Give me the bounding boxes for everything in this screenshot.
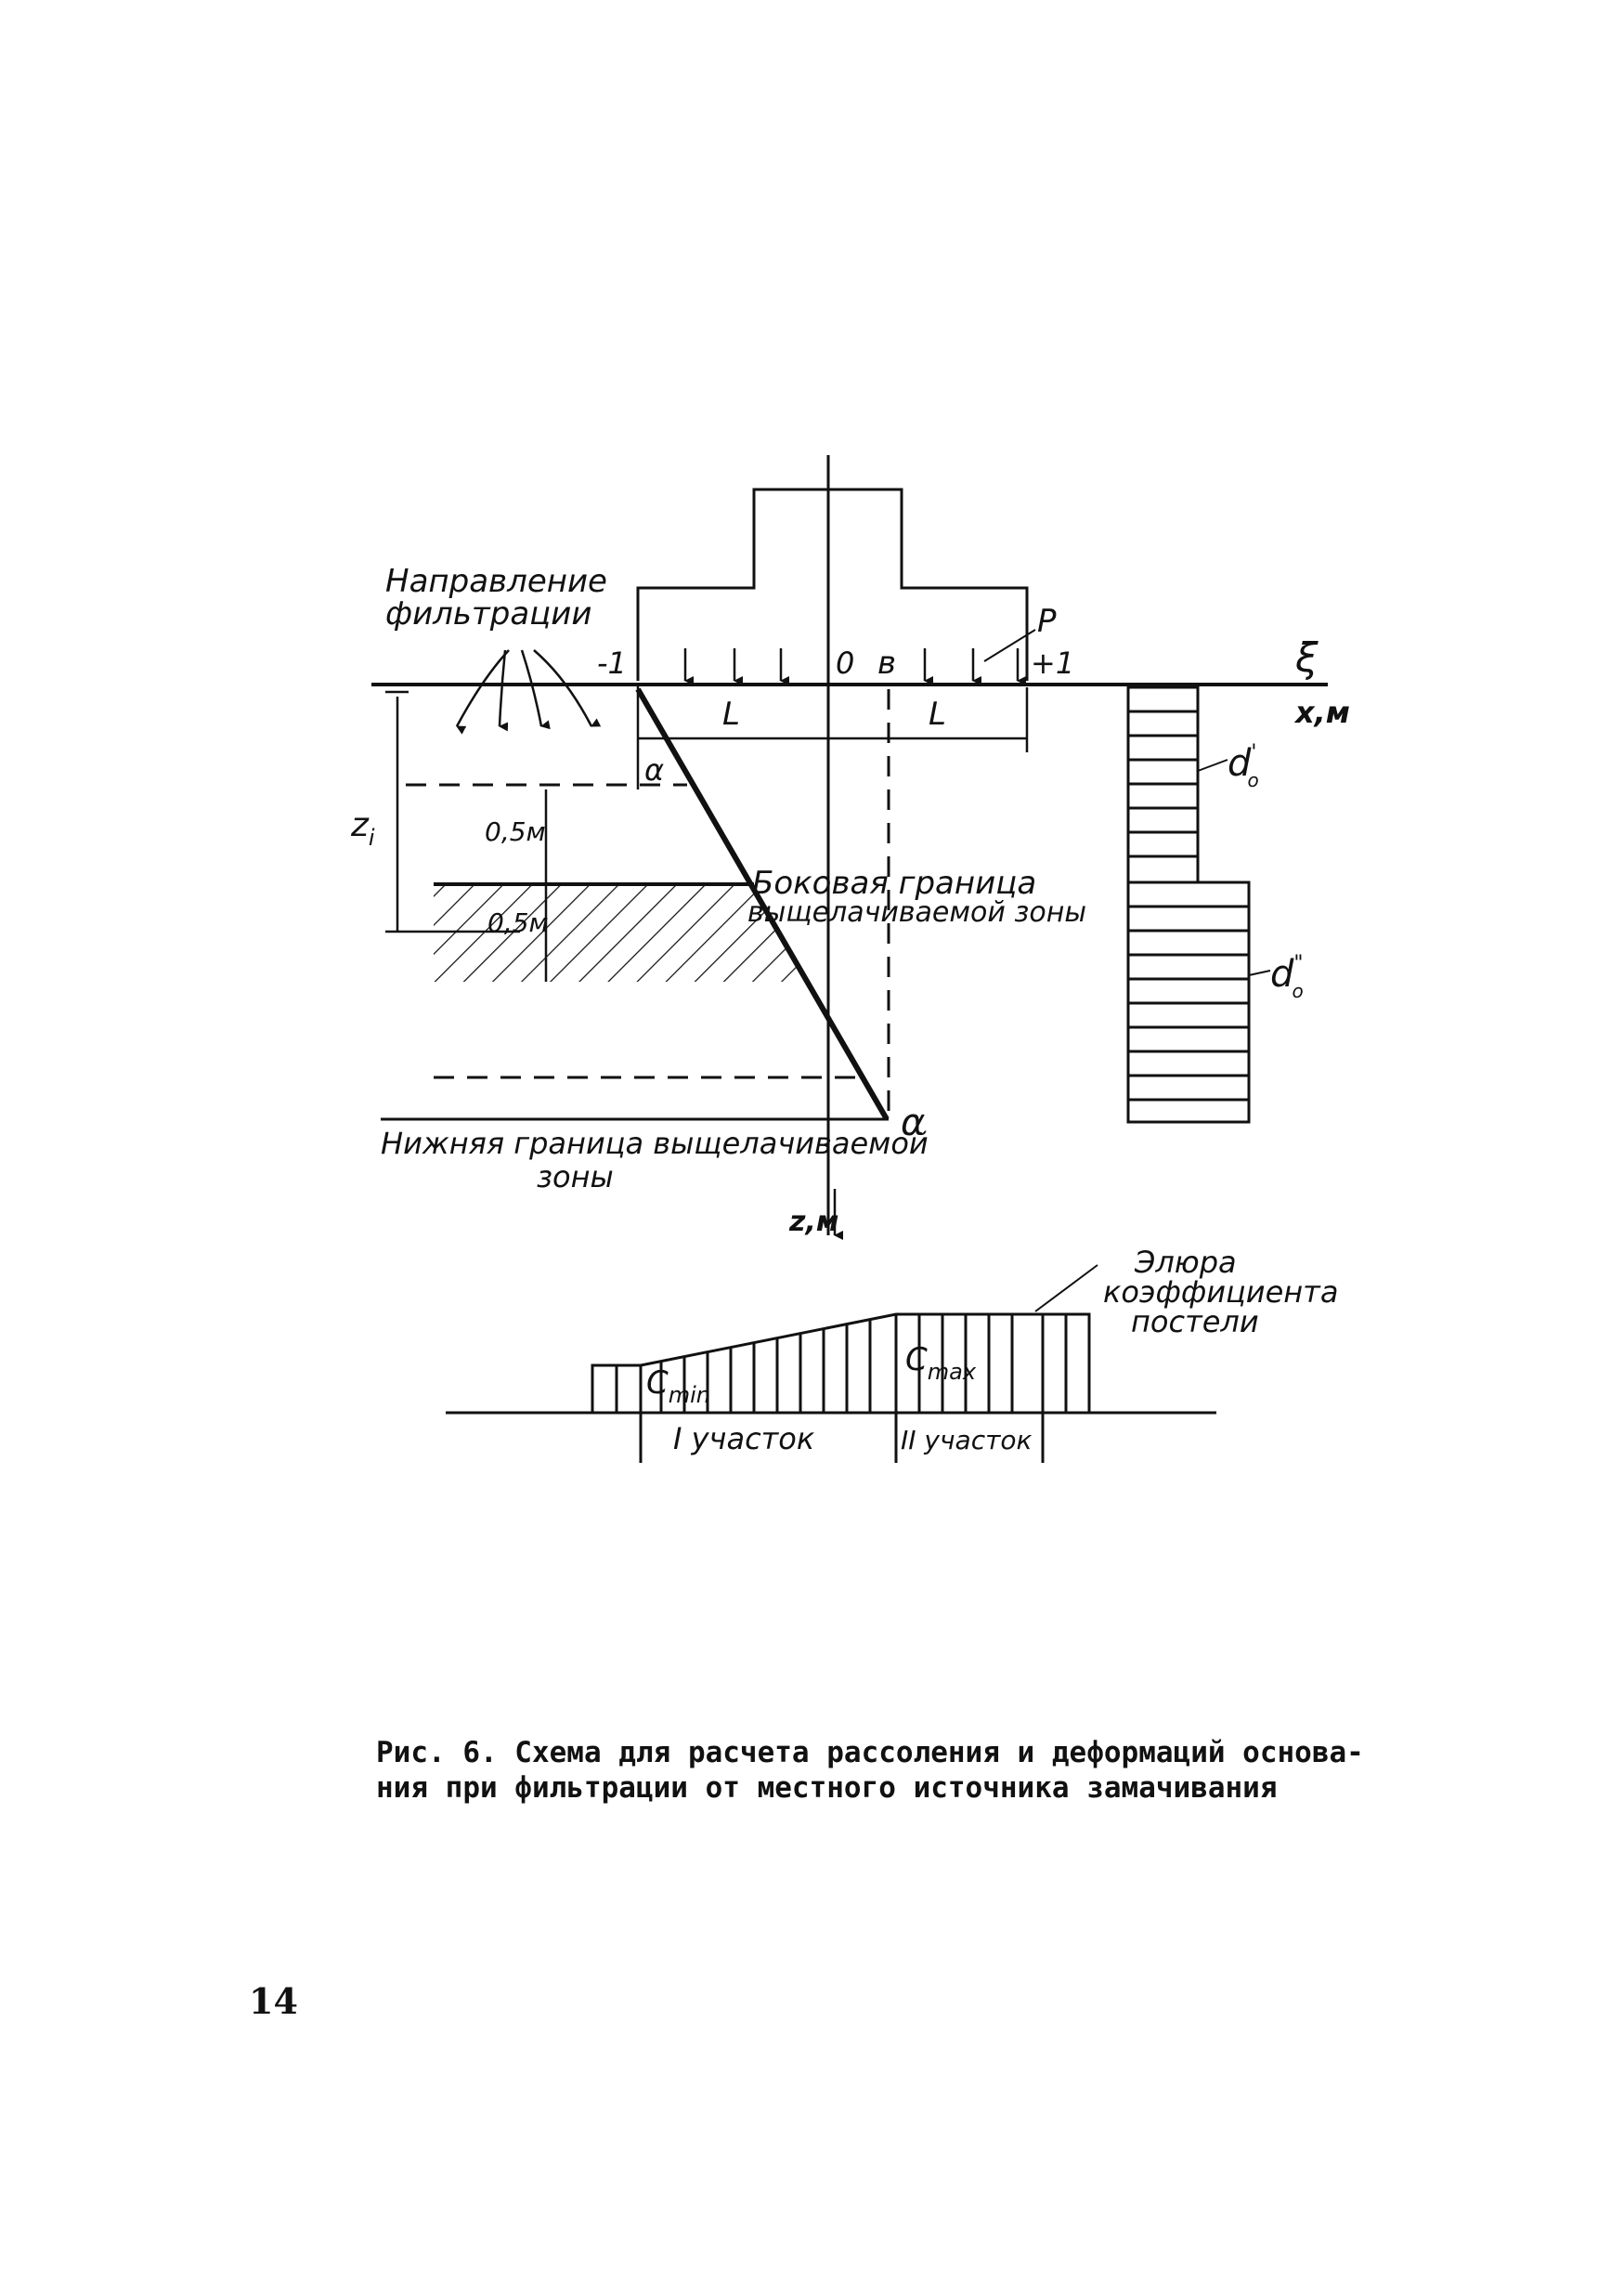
d0-lower-label: d"o (1270, 952, 1304, 1002)
load-label: P (1037, 603, 1057, 640)
half-width-label-right: L (929, 696, 946, 733)
layer-label-lower: 0,5м (487, 907, 549, 938)
tick-zero: 0 (836, 646, 854, 681)
load-arrows (683, 648, 1026, 685)
d0-upper-label: d'o (1228, 741, 1259, 791)
load-leader-line (983, 629, 1036, 662)
foundation-outline (636, 488, 1029, 681)
caption-line-1: Рис. 6. Схема для расчета рассоления и д… (376, 1736, 1364, 1769)
d0-bar-diagram (1126, 685, 1271, 1124)
bottom-boundary-label-line2: зоны (537, 1159, 614, 1194)
section-one-label: I участок (673, 1421, 815, 1456)
filtration-arrows (455, 649, 602, 735)
page-number: 14 (249, 1980, 298, 2022)
z-axis-label: z,м (788, 1206, 838, 1238)
c-max-label: Cmax (905, 1341, 977, 1385)
epure-label-line1: Элюра (1134, 1245, 1237, 1280)
side-boundary-label-line1: Боковая граница (752, 865, 1036, 902)
angle-label-lower: α (901, 1102, 925, 1144)
c-min-label: Cmin (646, 1364, 710, 1408)
x-axis-label: x,м (1293, 695, 1350, 730)
angle-label-upper: α (644, 752, 664, 788)
bottom-boundary-label-line1: Нижняя граница выщелачиваемой (381, 1126, 929, 1161)
layer-label-upper: 0,5м (485, 816, 546, 847)
caption-line-2: ния при фильтрации от местного источника… (376, 1771, 1278, 1805)
filtration-label-line2: фильтрации (385, 595, 592, 633)
hatched-layer (434, 884, 810, 982)
figure-caption: Рис. 6. Схема для расчета рассоления и д… (376, 1735, 1416, 1806)
epure-label-line2: коэффициента (1103, 1274, 1338, 1310)
half-width-label-left: L (722, 696, 740, 733)
filtration-label-line1: Направление (385, 563, 607, 600)
epure-label-line3: постели (1131, 1304, 1259, 1339)
tick-plus-one: +1 (1031, 646, 1074, 681)
xi-axis-label: ξ (1294, 634, 1319, 682)
tick-minus-one: -1 (597, 646, 627, 681)
bed-coefficient-epure (446, 1264, 1216, 1463)
side-boundary-label-line2: выщелачиваемой зоны (747, 896, 1086, 929)
tick-b: в (877, 645, 896, 682)
section-two-label: II участок (901, 1425, 1033, 1455)
depth-label: zi (350, 806, 375, 851)
